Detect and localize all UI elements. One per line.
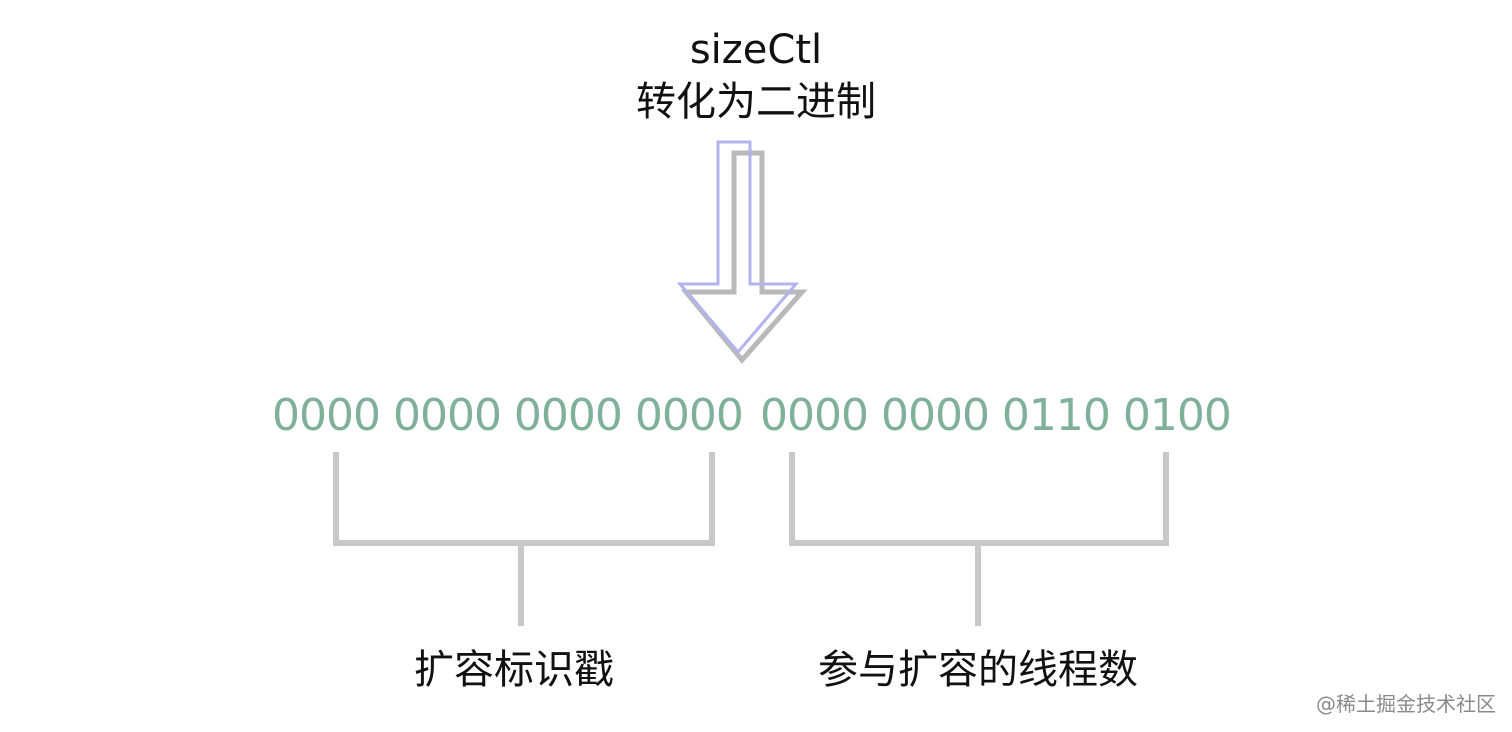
- bracket-left: [333, 452, 715, 626]
- bracket-right: [789, 452, 1169, 626]
- binary-low-16-bits: 0000 0000 0110 0100: [760, 390, 1232, 441]
- label-resize-thread-count: 参与扩容的线程数: [818, 647, 1138, 693]
- watermark: @稀土掘金技术社区: [1316, 692, 1496, 716]
- down-arrow-icon: [676, 140, 800, 355]
- title-sizectl: sizeCtl: [689, 27, 823, 73]
- binary-high-16-bits: 0000 0000 0000 0000: [272, 390, 744, 441]
- down-arrow-shadow: [680, 150, 808, 364]
- title-subtitle: 转化为二进制: [636, 79, 876, 125]
- label-resize-stamp: 扩容标识戳: [414, 647, 614, 693]
